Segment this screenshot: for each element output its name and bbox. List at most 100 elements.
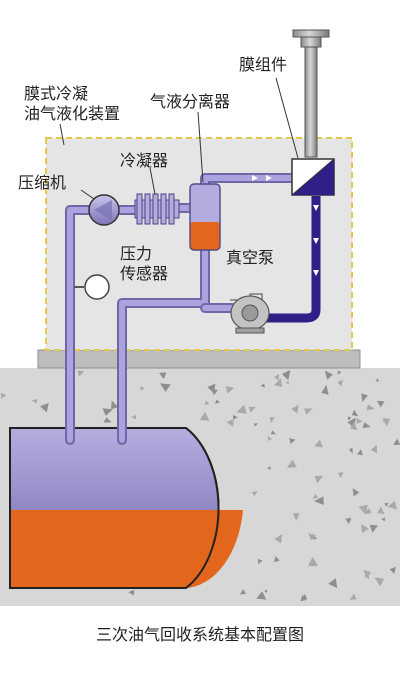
gas-pipes xyxy=(65,173,297,445)
gravel-speck xyxy=(226,419,234,427)
return-line xyxy=(258,196,321,323)
gravel-speck xyxy=(111,400,119,410)
gravel-speck xyxy=(273,374,279,381)
vent-stack xyxy=(292,29,330,158)
gravel-speck xyxy=(40,402,49,413)
gravel-speck xyxy=(337,379,343,387)
gravel-speck xyxy=(207,383,216,394)
gravel-speck xyxy=(358,504,368,515)
gravel-speck xyxy=(270,430,276,435)
gravel-speck xyxy=(374,577,385,587)
gravel-speck xyxy=(260,383,265,388)
gravel-speck xyxy=(239,589,246,595)
gravel-speck xyxy=(128,589,135,596)
gravel-speck xyxy=(257,559,263,565)
gravel-speck xyxy=(102,408,113,416)
base-slab xyxy=(37,349,361,369)
gravel-speck xyxy=(159,372,167,380)
gravel-speck xyxy=(130,414,137,420)
flow-arrows xyxy=(252,175,319,276)
gravel-speck xyxy=(351,409,359,417)
gravel-speck xyxy=(357,449,363,456)
gravel-speck xyxy=(345,517,352,525)
gravel-speck xyxy=(312,493,319,499)
underground-tank xyxy=(9,427,243,589)
gravel-speck xyxy=(253,423,258,427)
gravel-speck xyxy=(314,439,323,448)
gravel-speck xyxy=(236,404,247,414)
gravel-speck xyxy=(369,524,378,533)
gravel-speck xyxy=(328,578,338,589)
gravel-speck xyxy=(361,524,369,534)
gravel-speck xyxy=(0,392,7,399)
gravel-speck xyxy=(267,466,271,470)
gravel-speck xyxy=(31,398,38,404)
gravel-speck xyxy=(370,444,377,454)
gravel-speck xyxy=(337,472,344,478)
gravel-speck xyxy=(350,421,358,431)
gravel-speck xyxy=(285,380,289,385)
gravel-speck xyxy=(233,414,238,420)
gravel-speck xyxy=(256,591,267,600)
gravel-speck xyxy=(204,400,210,406)
gas-liquid-separator xyxy=(189,183,221,251)
gravel-speck xyxy=(377,506,385,515)
gravel-speck xyxy=(251,491,258,496)
gravel-speck xyxy=(348,447,353,454)
label-device-1: 膜式冷凝 xyxy=(24,84,88,103)
label-membrane: 膜组件 xyxy=(239,55,287,74)
gravel-speck xyxy=(289,438,296,444)
caption: 三次油气回收系统基本配置图 xyxy=(96,625,304,644)
gravel-speck xyxy=(393,438,400,445)
gravel-speck xyxy=(314,496,324,505)
gravel-speck xyxy=(160,383,171,392)
gravel-speck xyxy=(281,369,291,381)
label-pressure-2: 传感器 xyxy=(120,264,168,283)
gravel-speck xyxy=(269,417,275,423)
gravel-speck xyxy=(382,418,391,427)
gravel-speck xyxy=(389,566,396,574)
gravel-speck xyxy=(347,416,352,421)
gravel-speck xyxy=(286,459,297,468)
gravel-speck xyxy=(300,594,307,602)
gravel-speck xyxy=(324,370,333,380)
gravel-speck xyxy=(321,384,329,395)
compressor xyxy=(88,194,120,226)
membrane-module xyxy=(291,158,335,196)
gravel-speck xyxy=(103,417,112,423)
gravel-speck xyxy=(314,475,324,484)
gravel-speck xyxy=(381,517,385,522)
vacuum-pump xyxy=(230,293,270,334)
label-device-2: 油气液化装置 xyxy=(24,104,120,123)
gravel-speck xyxy=(139,385,145,390)
gravel-speck xyxy=(375,378,379,382)
gravel-speck xyxy=(304,408,313,415)
gravel-speck xyxy=(226,386,235,394)
gravel-speck xyxy=(384,502,389,507)
gravel-speck xyxy=(292,513,300,521)
gravel-speck xyxy=(366,404,375,411)
gravel-speck xyxy=(77,370,85,377)
gravel-speck xyxy=(248,406,256,413)
gravel-speck xyxy=(291,404,299,414)
pressure-sensor xyxy=(74,274,110,300)
gravel-speck xyxy=(199,411,210,421)
gravel-speck xyxy=(387,500,397,510)
label-condenser: 冷凝器 xyxy=(120,151,168,170)
gravel-speck xyxy=(264,589,268,593)
condenser xyxy=(134,193,180,225)
gravel-speck xyxy=(308,556,318,567)
gravel-speck xyxy=(363,569,372,579)
gravel-speck xyxy=(361,393,368,402)
label-separator: 气液分离器 xyxy=(150,92,230,111)
leader-lines xyxy=(59,77,299,200)
gravel-speck xyxy=(362,422,371,429)
gravel-speck xyxy=(356,417,363,424)
label-pressure-1: 压力 xyxy=(120,244,152,263)
gravel-speck xyxy=(308,533,317,541)
gravel-speck xyxy=(337,370,342,375)
gravel-speck xyxy=(364,508,372,514)
gravel-speck xyxy=(273,378,283,387)
gravel-speck xyxy=(352,488,360,497)
